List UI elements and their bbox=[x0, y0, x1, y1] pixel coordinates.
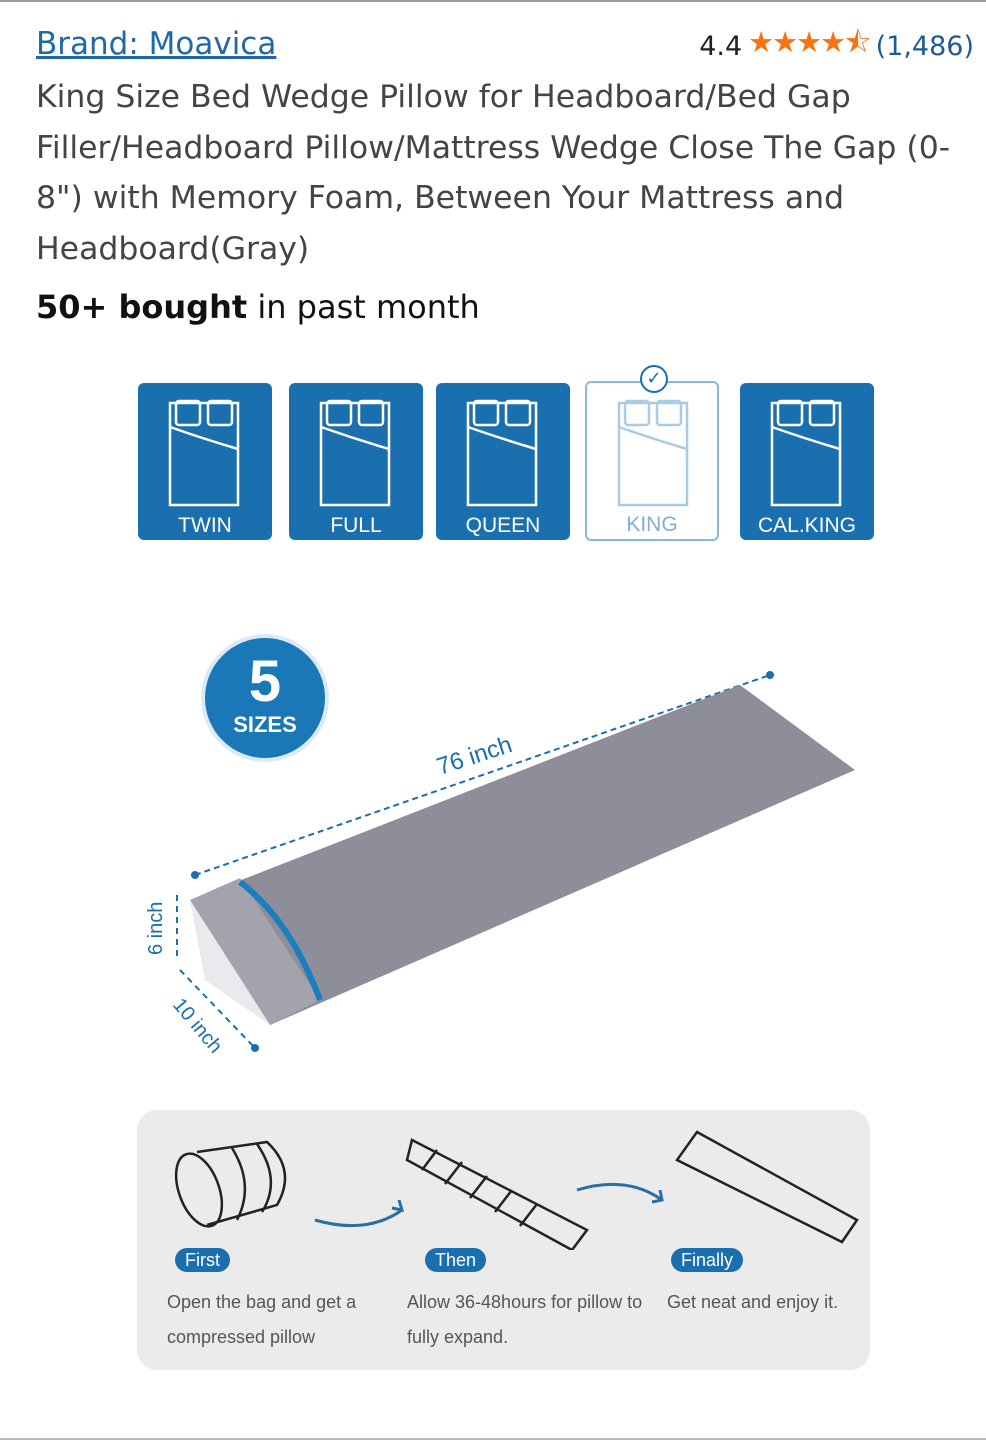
size-label: KING bbox=[626, 513, 678, 536]
size-option-twin[interactable]: TWIN bbox=[138, 383, 272, 540]
step-description: Get neat and enjoy it. bbox=[667, 1292, 839, 1312]
badge-number: 5 bbox=[248, 649, 282, 714]
rating-value: 4.4 bbox=[699, 31, 743, 62]
bed-icon bbox=[319, 399, 391, 507]
size-label: QUEEN bbox=[465, 514, 541, 537]
step-tag: First bbox=[175, 1248, 230, 1272]
length-label: 76 inch bbox=[434, 731, 516, 781]
step-tag: Finally bbox=[671, 1248, 744, 1272]
step-description: Open the bag and get a compressed pillow bbox=[167, 1292, 357, 1347]
bought-period: in past month bbox=[247, 288, 480, 326]
product-title: King Size Bed Wedge Pillow for Headboard… bbox=[36, 79, 951, 267]
bed-icon bbox=[466, 399, 538, 507]
size-label: FULL bbox=[330, 514, 382, 537]
bed-icon bbox=[770, 399, 842, 507]
size-option-cal-king[interactable]: CAL.KING bbox=[740, 383, 874, 540]
rating-summary[interactable]: 4.4 ★★★★⯪ (1,486) bbox=[699, 22, 974, 71]
bought-info: 50+ bought in past month bbox=[36, 288, 480, 326]
size-label: TWIN bbox=[178, 514, 232, 537]
bottom-divider bbox=[0, 1438, 986, 1440]
depth-label: 10 inch bbox=[168, 994, 226, 1058]
brand-link[interactable]: Brand: Moavica bbox=[36, 26, 277, 62]
bought-count: 50+ bought bbox=[36, 288, 248, 326]
size-option-king[interactable]: KING bbox=[585, 381, 719, 541]
star-rating-icon: ★★★★⯪ bbox=[748, 25, 871, 59]
size-option-queen[interactable]: QUEEN bbox=[436, 383, 570, 540]
size-label: CAL.KING bbox=[757, 514, 857, 537]
height-label: 6 inch bbox=[145, 902, 167, 955]
review-count-link[interactable]: (1,486) bbox=[875, 31, 974, 62]
sizes-badge: 5 SIZES bbox=[205, 638, 325, 758]
steps-illustration bbox=[174, 1130, 859, 1250]
top-divider bbox=[0, 0, 986, 2]
check-icon: ✓ bbox=[640, 365, 668, 393]
badge-label: SIZES bbox=[233, 712, 297, 737]
size-option-full[interactable]: FULL bbox=[289, 383, 423, 540]
bed-icon bbox=[617, 399, 689, 507]
step-description: Allow 36-48hours for pillow to fully exp… bbox=[407, 1292, 643, 1347]
bed-icon bbox=[168, 399, 240, 507]
wedge-pillow-illustration: 76 inch 6 inch 10 inch bbox=[145, 671, 855, 1058]
step-tag: Then bbox=[425, 1248, 487, 1272]
